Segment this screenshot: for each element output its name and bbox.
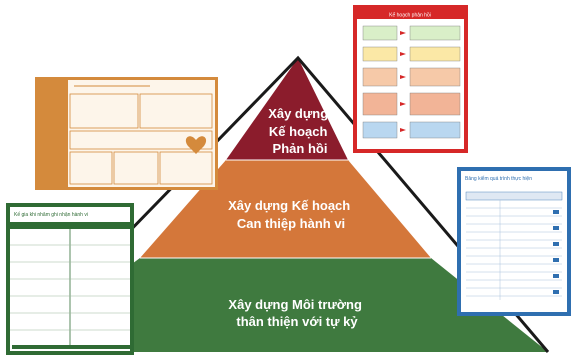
tier-top-label: Xây dựng Kế hoạch Phản hồi <box>268 106 332 156</box>
pyramid-tier-top <box>226 58 348 160</box>
pyramid-tier-bottom <box>12 258 548 352</box>
worksheet-thumbnail-green <box>6 203 134 355</box>
worksheet-thumbnail-red <box>353 5 468 153</box>
tier-bottom-label: Xây dựng Môi trường thân thiện với tự kỷ <box>228 297 365 329</box>
blue-worksheet-title: Bảng kiểm quá trình thực hiện <box>465 175 532 182</box>
worksheet-thumbnail-orange <box>35 77 218 190</box>
worksheet-thumbnail-blue <box>457 167 571 316</box>
red-worksheet-title: Kế hoạch phản hồi <box>389 13 431 19</box>
tier-middle-label: Xây dựng Kế hoạch Can thiệp hành vi <box>228 198 354 231</box>
green-worksheet-title: Kế gia khi nhâm ghi nhận hành vi <box>14 212 88 218</box>
